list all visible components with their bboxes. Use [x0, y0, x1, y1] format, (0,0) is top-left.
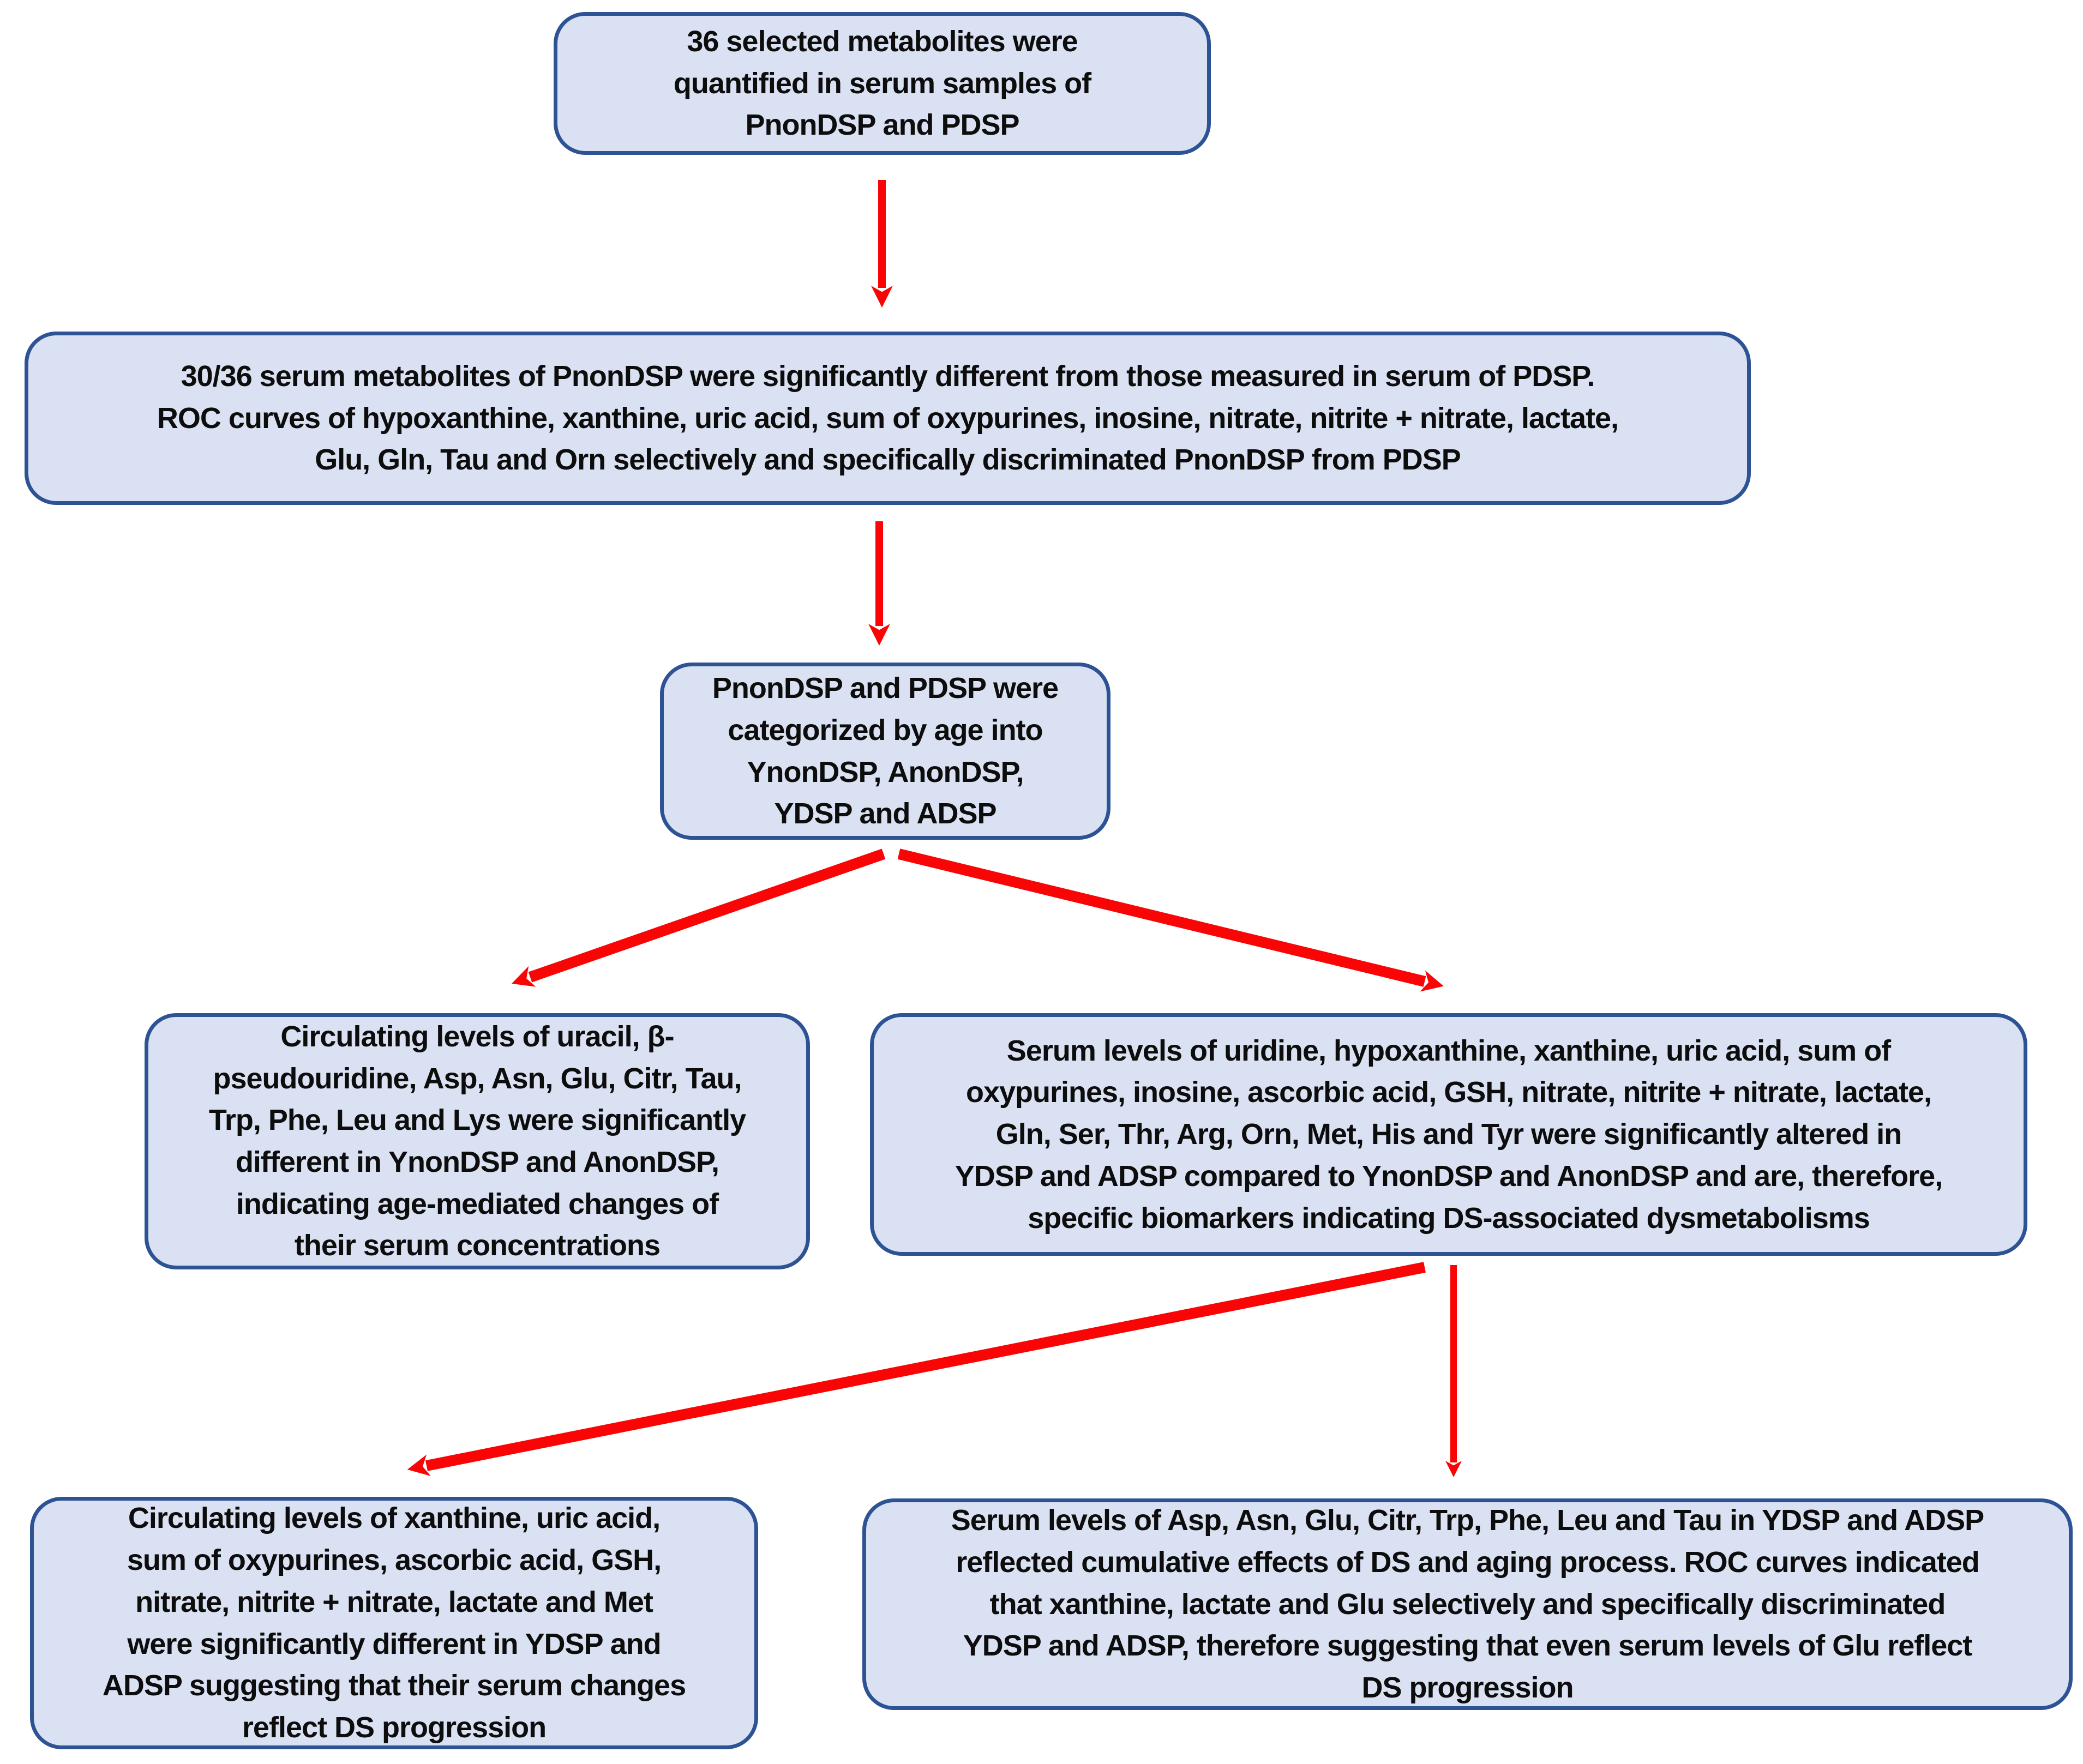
- node-categorized-by-age: PnonDSP and PDSP were categorized by age…: [660, 663, 1110, 840]
- node-serum-changes-ds-progression: Circulating levels of xanthine, uric aci…: [30, 1497, 758, 1749]
- arrow-categorized-to-age-mediated: [512, 848, 886, 987]
- node-roc-discriminated-pnondsp: 30/36 serum metabolites of PnonDSP were …: [25, 332, 1751, 505]
- arrow-categorized-to-ds-biomarkers: [897, 848, 1444, 992]
- node-metabolites-quantified: 36 selected metabolites were quantified …: [554, 12, 1211, 155]
- node-age-mediated-changes: Circulating levels of uracil, β- pseudou…: [145, 1013, 810, 1269]
- node-cumulative-effects-roc: Serum levels of Asp, Asn, Glu, Citr, Trp…: [862, 1498, 2073, 1710]
- arrow-ds-biomarkers-to-ds-progression: [407, 1262, 1426, 1476]
- node-ds-associated-biomarkers: Serum levels of uridine, hypoxanthine, x…: [870, 1013, 2027, 1256]
